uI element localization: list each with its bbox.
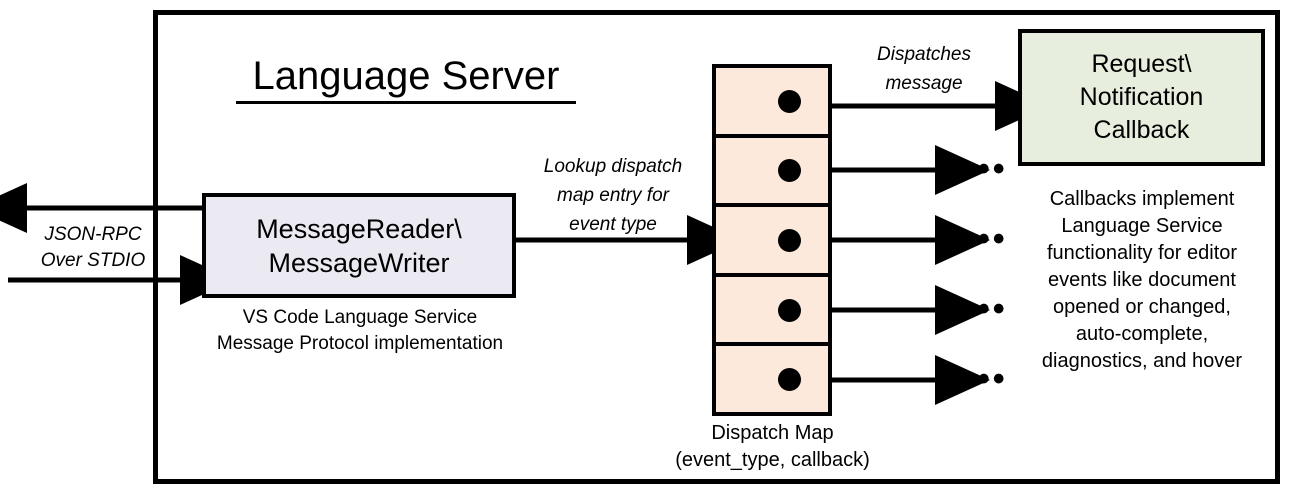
callback-caption-line-6: auto-complete,: [1075, 323, 1209, 345]
lookup-edge-label-line-3: event type: [569, 214, 657, 235]
callback-caption-line-2: Language Service: [1061, 215, 1223, 237]
callback-node-line-3: Callback: [1093, 116, 1190, 144]
dispatch-map-caption-line-1: Dispatch Map: [711, 422, 834, 444]
callback-dot-icon: [778, 298, 801, 322]
callback-node-label: Request\ Notification Callback: [1080, 48, 1204, 147]
ellipsis-row-4: •••: [963, 290, 1008, 328]
lookup-edge-label-line-2: map entry for: [557, 185, 669, 206]
message-reader-writer-label: MessageReader\ MessageWriter: [256, 212, 462, 280]
callback-caption-line-3: functionality for editor: [1046, 242, 1238, 264]
ellipsis-row-2: •••: [963, 150, 1008, 188]
ellipsis-row-3: •••: [963, 220, 1008, 258]
request-notification-callback-node[interactable]: Request\ Notification Callback: [1018, 29, 1265, 166]
callback-caption-line-5: opened or changed,: [1053, 296, 1231, 318]
callback-dot-icon: [778, 89, 801, 113]
dispatch-map-table[interactable]: [712, 64, 832, 416]
callback-caption-line-7: diagnostics, and hover: [1041, 350, 1243, 372]
page-title: Language Server: [236, 53, 576, 104]
message-node-caption-line-1: VS Code Language Service: [242, 307, 478, 328]
callback-dot-icon: [778, 228, 801, 252]
message-node-caption-line-2: Message Protocol implementation: [216, 333, 504, 354]
dispatch-map-row-2[interactable]: [716, 138, 828, 208]
lookup-edge-label-line-1: Lookup dispatch: [543, 156, 683, 177]
transport-label-line-2: Over STDIO: [40, 250, 146, 271]
transport-label: JSON-RPC Over STDIO: [18, 222, 168, 274]
ellipsis-row-5: •••: [963, 360, 1008, 398]
dispatch-map-caption-line-2: (event_type, callback): [675, 449, 870, 471]
message-node-line-1: MessageReader\: [256, 213, 462, 244]
lookup-edge-label: Lookup dispatch map entry for event type: [518, 152, 708, 239]
callback-dot-icon: [778, 368, 801, 392]
dispatch-edge-label: Dispatches message: [838, 40, 1010, 98]
callback-node-caption: Callbacks implement Language Service fun…: [1006, 186, 1278, 375]
callback-node-line-2: Notification: [1079, 83, 1204, 111]
message-reader-writer-node[interactable]: MessageReader\ MessageWriter: [202, 193, 516, 298]
dispatch-edge-label-line-1: Dispatches: [877, 44, 971, 65]
message-node-caption: VS Code Language Service Message Protoco…: [190, 305, 530, 357]
dispatch-edge-label-line-2: message: [885, 73, 963, 94]
callback-caption-line-1: Callbacks implement: [1049, 188, 1235, 210]
dispatch-map-caption: Dispatch Map (event_type, callback): [645, 420, 900, 474]
dispatch-map-row-1[interactable]: [716, 68, 828, 138]
dispatch-map-row-4[interactable]: [716, 277, 828, 347]
language-server-container: [153, 10, 1280, 484]
dispatch-map-row-3[interactable]: [716, 207, 828, 277]
callback-dot-icon: [778, 159, 801, 183]
dispatch-map-row-5[interactable]: [716, 346, 828, 412]
message-node-line-2: MessageWriter: [268, 247, 450, 278]
callback-node-line-1: Request\: [1091, 50, 1192, 78]
transport-label-line-1: JSON-RPC: [44, 224, 142, 245]
callback-caption-line-4: events like document: [1048, 269, 1236, 291]
